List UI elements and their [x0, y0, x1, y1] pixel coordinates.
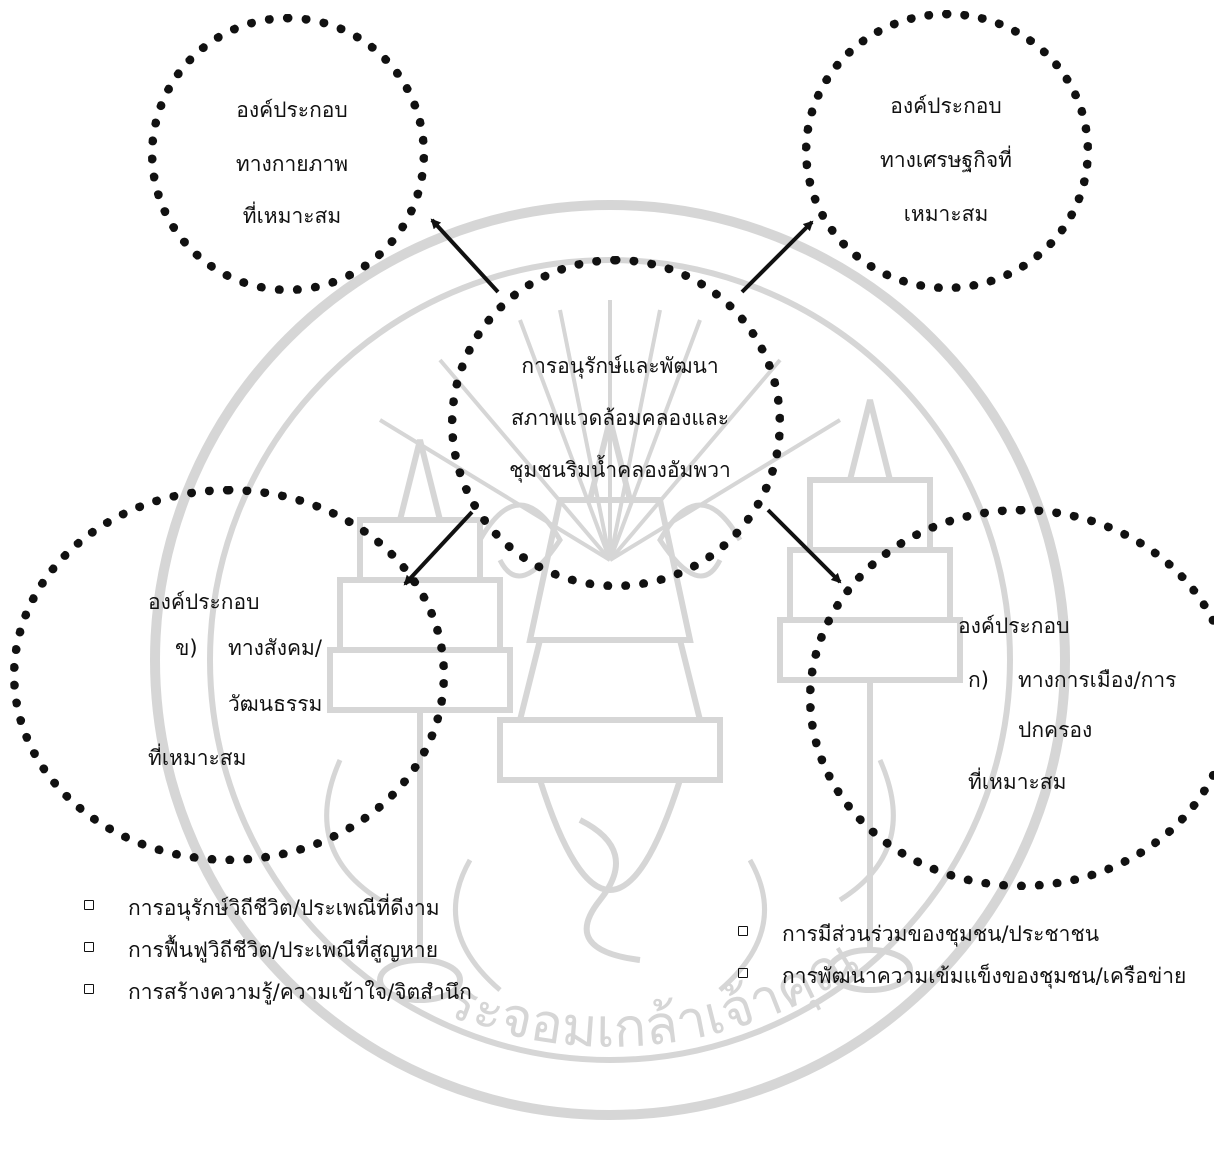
checkbox-bullet-icon — [738, 926, 748, 936]
list-item: การสร้างความรู้/ความเข้าใจ/จิตสำนึก — [84, 976, 504, 1018]
political-line-1: ทางการเมือง/การ — [1018, 668, 1177, 692]
political-marker: ก) — [968, 668, 989, 692]
arrow-to-physical — [430, 218, 500, 294]
political-bullet-text: การมีส่วนร่วมของชุมชน/ประชาชน — [782, 922, 1100, 946]
physical-component-circle — [148, 14, 428, 294]
list-item: การฟื้นฟูวิถีชีวิต/ประเพณีที่สูญหาย — [84, 934, 504, 976]
checkbox-bullet-icon — [84, 984, 94, 994]
social-heading: องค์ประกอบ — [148, 590, 260, 614]
political-bullet-text: การพัฒนาความเข้มแข็งของชุมชน/เครือข่าย — [782, 964, 1187, 988]
social-bullet-list: การอนุรักษ์วิถีชีวิต/ประเพณีที่ดีงาม การ… — [84, 892, 504, 1018]
center-conservation-circle — [448, 256, 784, 590]
center-line-1: การอนุรักษ์และพัฒนา — [521, 354, 719, 378]
social-bullet-text: การฟื้นฟูวิถีชีวิต/ประเพณีที่สูญหาย — [128, 938, 439, 962]
list-item: การพัฒนาความเข้มแข็งของชุมชน/เครือข่าย — [738, 960, 1208, 1002]
political-heading: องค์ประกอบ — [958, 614, 1070, 638]
checkbox-bullet-icon — [84, 942, 94, 952]
social-marker: ข) — [175, 636, 198, 660]
center-line-3: ชุมชนริมน้ำคลองอัมพวา — [509, 458, 731, 482]
social-bullet-text: การสร้างความรู้/ความเข้าใจ/จิตสำนึก — [128, 980, 472, 1004]
economic-component-circle — [802, 10, 1092, 292]
arrow-to-economic — [740, 220, 814, 294]
social-line-1: ทางสังคม/ — [228, 636, 322, 660]
political-component-circle — [806, 506, 1214, 890]
arrow-to-political — [766, 508, 842, 584]
center-line-2: สภาพแวดล้อมคลองและ — [510, 406, 730, 430]
checkbox-bullet-icon — [738, 968, 748, 978]
physical-heading: องค์ประกอบ — [236, 98, 348, 122]
political-tail: ที่เหมาะสม — [968, 770, 1067, 794]
economic-line-2: ทางเศรษฐกิจที่ — [880, 148, 1012, 172]
checkbox-bullet-icon — [84, 900, 94, 910]
social-bullet-text: การอนุรักษ์วิถีชีวิต/ประเพณีที่ดีงาม — [128, 896, 440, 920]
list-item: การอนุรักษ์วิถีชีวิต/ประเพณีที่ดีงาม — [84, 892, 504, 934]
social-tail: ที่เหมาะสม — [148, 746, 247, 770]
social-component-circle — [10, 486, 448, 864]
economic-line-3: เหมาะสม — [903, 202, 989, 226]
political-bullet-list: การมีส่วนร่วมของชุมชน/ประชาชน การพัฒนาคว… — [738, 918, 1208, 1002]
social-line-2: วัฒนธรรม — [228, 692, 323, 716]
political-line-2: ปกครอง — [1018, 718, 1093, 742]
physical-line-3: ที่เหมาะสม — [242, 204, 342, 228]
physical-line-2: ทางกายภาพ — [235, 152, 349, 176]
connector-arrows — [403, 218, 842, 586]
arrow-to-social — [403, 510, 474, 586]
list-item: การมีส่วนร่วมของชุมชน/ประชาชน — [738, 918, 1208, 960]
economic-heading: องค์ประกอบ — [890, 94, 1002, 118]
